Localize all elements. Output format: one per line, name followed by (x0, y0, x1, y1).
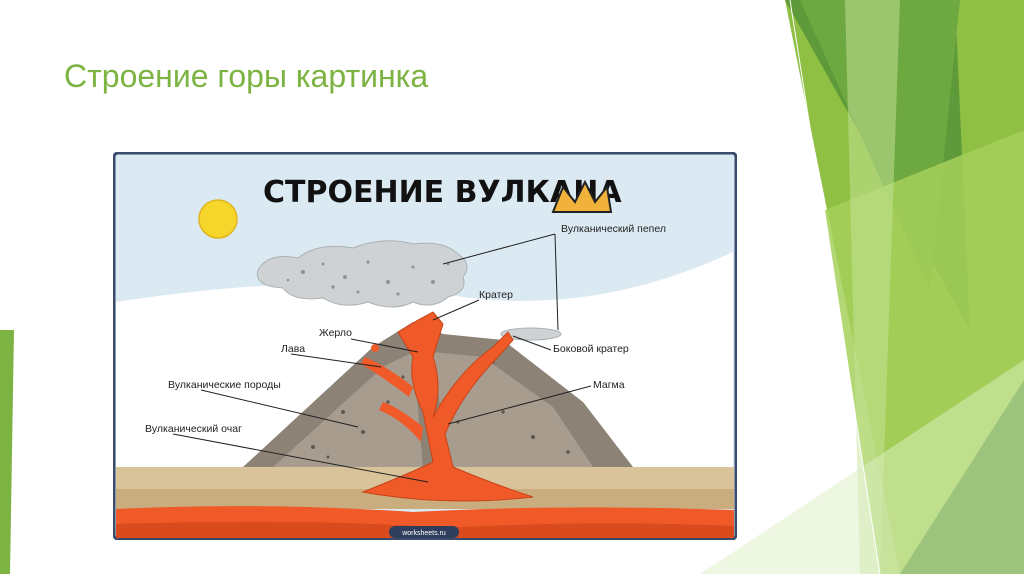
lava-branch (379, 402, 423, 442)
label-lava: Лава (281, 343, 305, 355)
label-rocks: Вулканические породы (168, 379, 281, 391)
volcano-diagram: СТРОЕНИЕ ВУЛКАНА (113, 152, 737, 540)
slide-title: Строение горы картинка (64, 58, 429, 94)
lava-branch (361, 357, 413, 397)
label-vent: Жерло (319, 327, 352, 339)
lava-conduit (361, 311, 534, 502)
ash-cloud (256, 240, 468, 308)
label-magma: Магма (593, 379, 625, 391)
label-side-crater: Боковой кратер (553, 343, 629, 355)
sun-icon (198, 199, 238, 239)
rock-layer (273, 352, 423, 467)
credit-text: worksheets.ru (401, 530, 446, 537)
crown-icon (551, 179, 613, 213)
label-ash: Вулканический пепел (561, 223, 666, 235)
lava-drop (371, 344, 379, 352)
label-chamber: Вулканический очаг (145, 423, 242, 435)
label-crater: Кратер (479, 289, 513, 301)
credit-badge (389, 526, 459, 538)
volcano-poster: СТРОЕНИЕ ВУЛКАНА (113, 152, 737, 540)
